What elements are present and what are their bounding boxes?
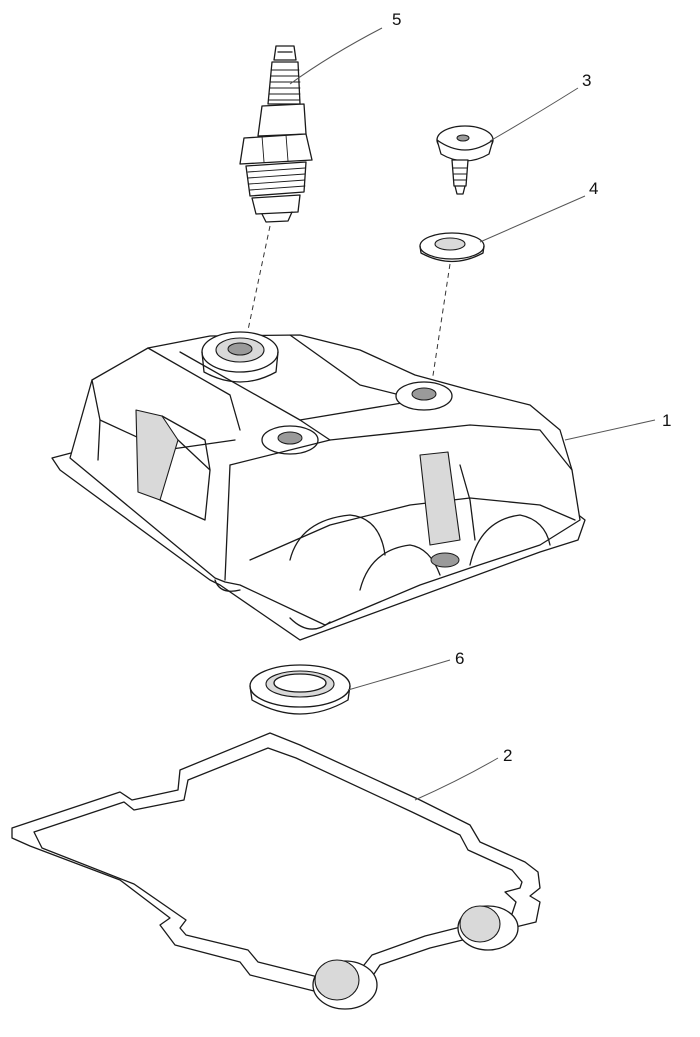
callout-label-1: 1	[662, 411, 671, 430]
callout-3: 3	[489, 71, 591, 142]
callout-1: 1	[564, 411, 671, 441]
plug-hole-seal[interactable]	[249, 664, 351, 715]
bolt-axis-line	[431, 263, 451, 383]
callout-label-6: 6	[455, 649, 464, 668]
callout-label-2: 2	[503, 746, 512, 765]
spark-plug-axis-line	[247, 225, 271, 331]
sealing-washer[interactable]	[419, 232, 485, 263]
callout-4: 4	[479, 179, 598, 243]
valve-cover[interactable]	[51, 331, 586, 641]
callout-label-3: 3	[582, 71, 591, 90]
callout-label-5: 5	[392, 10, 401, 29]
spark-plug[interactable]	[239, 45, 313, 223]
cover-gasket[interactable]	[11, 732, 541, 1010]
flange-bolt[interactable]	[436, 125, 494, 195]
callout-5: 5	[289, 10, 401, 85]
callout-6: 6	[347, 649, 464, 691]
callout-label-4: 4	[589, 179, 598, 198]
callout-2: 2	[414, 746, 512, 801]
